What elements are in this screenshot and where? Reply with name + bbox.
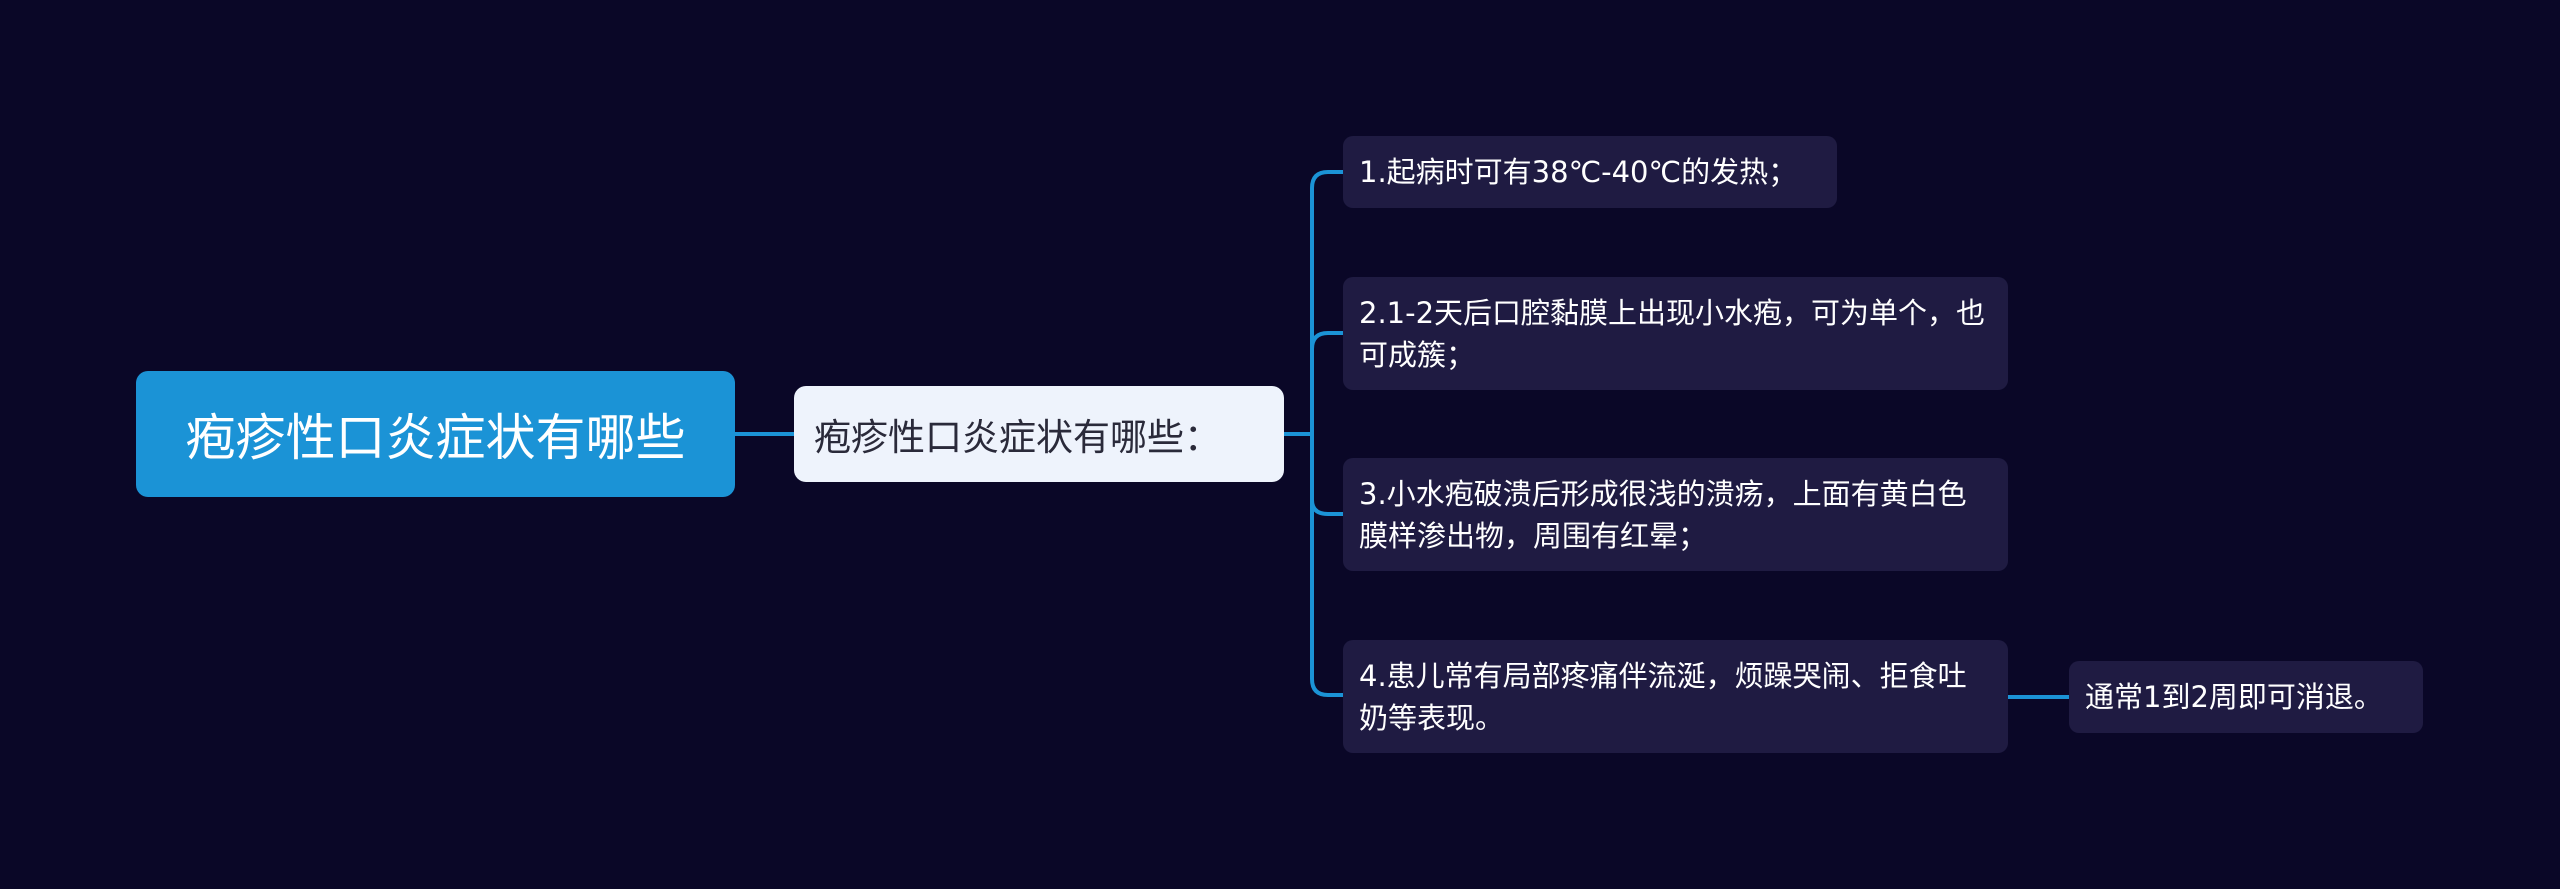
symptom-item-1[interactable]: 1.起病时可有38℃-40℃的发热；	[1343, 136, 1837, 208]
branch-connector-item-3	[1310, 499, 1343, 516]
symptom-item-4[interactable]: 4.患儿常有局部疼痛伴流涎，烦躁哭闹、拒食吐奶等表现。	[1343, 640, 2008, 753]
branch-connector-item-2	[1310, 331, 1343, 350]
subtopic-node[interactable]: 疱疹性口炎症状有哪些：	[794, 386, 1284, 482]
root-topic-label: 疱疹性口炎症状有哪些	[185, 409, 686, 467]
recovery-note-label: 通常1到2周即可消退。	[2085, 680, 2383, 714]
symptom-item-3-label: 3.小水疱破溃后形成很浅的溃疡，上面有黄白色膜样渗出物，周围有红晕；	[1359, 476, 1967, 553]
branch-trunk-connector	[1310, 170, 1343, 697]
root-topic-node[interactable]: 疱疹性口炎症状有哪些	[136, 371, 735, 497]
symptom-item-1-label: 1.起病时可有38℃-40℃的发热；	[1359, 155, 1798, 189]
subtopic-label: 疱疹性口炎症状有哪些：	[814, 416, 1221, 459]
symptom-item-3[interactable]: 3.小水疱破溃后形成很浅的溃疡，上面有黄白色膜样渗出物，周围有红晕；	[1343, 458, 2008, 571]
symptom-item-4-label: 4.患儿常有局部疼痛伴流涎，烦躁哭闹、拒食吐奶等表现。	[1359, 658, 1967, 735]
symptom-item-2-label: 2.1-2天后口腔黏膜上出现小水疱，可为单个，也可成簇；	[1359, 295, 1986, 372]
symptom-item-2[interactable]: 2.1-2天后口腔黏膜上出现小水疱，可为单个，也可成簇；	[1343, 277, 2008, 390]
recovery-note-node[interactable]: 通常1到2周即可消退。	[2069, 661, 2423, 733]
